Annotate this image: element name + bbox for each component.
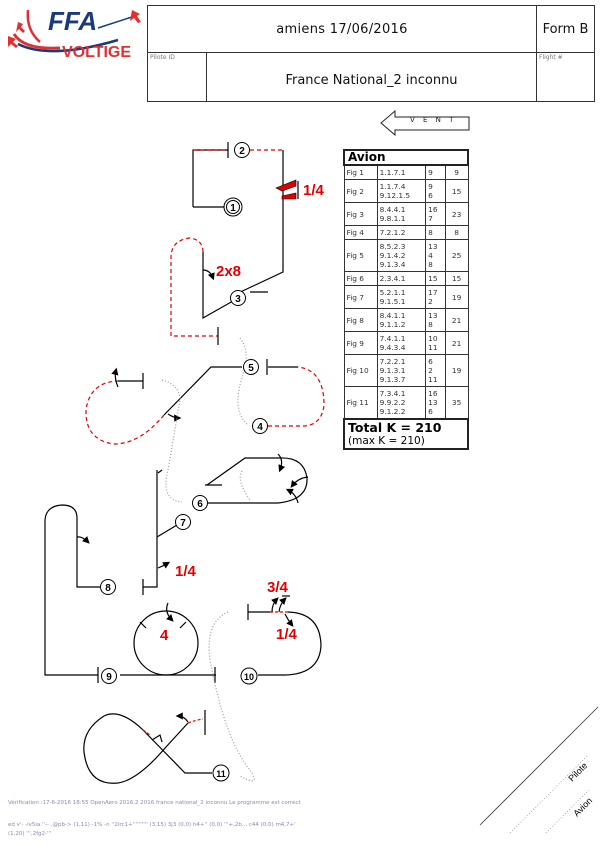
svg-text:7: 7 — [180, 518, 186, 529]
figure-k-sum: 19 — [444, 285, 469, 309]
header-grid: amiens 17/06/2016 Form B Pilote ID Franc… — [147, 5, 595, 102]
svg-text:4: 4 — [257, 422, 263, 433]
sequence-string-line1: ed v'- -iv5ia.''-- ,@pb-> (1,11) -1% -n … — [8, 822, 296, 828]
svg-text:5: 5 — [248, 363, 254, 374]
figure-label: Fig 5 — [343, 239, 378, 272]
verification-text: Vérification :17-6-2016 18:55 OpenAero 2… — [8, 800, 301, 806]
ffa-voltige-logo: FFA VOLTIGE — [0, 0, 148, 62]
figure-label: Fig 8 — [343, 308, 378, 332]
figure-k-sum: 21 — [444, 308, 469, 332]
roll-label-fig3: 2x8 — [216, 263, 241, 280]
logo-ffa-text: FFA — [48, 6, 97, 36]
logo-voltige-text: VOLTIGE — [62, 44, 131, 61]
wind-label: V E N T — [410, 116, 457, 124]
figure-4-5 — [85, 359, 325, 445]
flight-number-field[interactable]: Flight # — [537, 53, 594, 101]
figure-number-1: 1 — [223, 197, 243, 217]
figure-k-sum: 19 — [444, 354, 469, 387]
signature-area: Pilote Avion — [479, 706, 599, 834]
figure-6 — [205, 453, 309, 504]
svg-text:11: 11 — [216, 769, 226, 779]
sequence-name: France National_2 inconnu — [207, 53, 537, 101]
svg-text:9: 9 — [106, 672, 112, 683]
figure-number-4: 4 — [252, 418, 268, 434]
figure-7 — [142, 469, 178, 595]
k-total: Total K = 210 — [348, 420, 442, 435]
figure-label: Fig 7 — [343, 285, 378, 309]
figure-k-sum: 23 — [444, 202, 469, 226]
plane-signature-label: Avion — [571, 796, 594, 819]
roll-label-fig9: 4 — [160, 627, 169, 644]
figure-number-9: 9 — [101, 668, 117, 684]
svg-text:6: 6 — [197, 499, 203, 510]
figure-8-9 — [44, 504, 216, 683]
pilot-id-field[interactable]: Pilote ID — [148, 53, 207, 101]
pilot-signature-label: Pilote — [566, 760, 589, 783]
figure-label: Fig 9 — [343, 331, 378, 355]
roll-labels: 1/4 2x8 1/4 4 3/4 1/4 — [160, 182, 325, 644]
k-max: (max K = 210) — [348, 435, 425, 447]
k-table-title: Avion — [343, 149, 469, 166]
figure-numbers: 1 2 3 4 5 6 7 8 9 10 11 — [100, 142, 268, 782]
figure-number-6: 6 — [192, 495, 208, 511]
wind-arrow-icon — [380, 109, 470, 137]
svg-text:1: 1 — [230, 203, 236, 214]
form-label: Form B — [537, 6, 594, 53]
figure-number-5: 5 — [243, 359, 259, 375]
figure-3 — [170, 237, 234, 345]
svg-text:2: 2 — [239, 146, 245, 157]
svg-text:10: 10 — [244, 672, 254, 682]
figure-label: Fig 2 — [343, 179, 378, 203]
wind-indicator: V E N T — [380, 109, 470, 137]
svg-text:8: 8 — [105, 583, 111, 594]
svg-text:3: 3 — [235, 294, 241, 305]
roll-label-fig7: 1/4 — [175, 563, 197, 580]
figure-1-2 — [192, 142, 299, 296]
roll-label-fig10-bottom: 1/4 — [276, 626, 298, 643]
figure-10 — [247, 595, 322, 676]
flight-number-label: Flight # — [539, 54, 563, 61]
sequence-string-line2: (1,20) ''',2fg2-''' — [8, 831, 52, 837]
figure-number-8: 8 — [100, 579, 116, 595]
pilot-id-label: Pilote ID — [150, 54, 175, 61]
figure-label: Fig 10 — [343, 354, 378, 387]
figure-11 — [83, 710, 212, 784]
figure-number-7: 7 — [175, 514, 191, 530]
logo-graphic: FFA VOLTIGE — [8, 6, 141, 61]
roll-label-fig2: 1/4 — [303, 182, 325, 199]
k-total-cell: Total K = 210 (max K = 210) — [343, 418, 469, 450]
figure-number-11: 11 — [212, 764, 230, 782]
figure-number-10: 10 — [240, 667, 258, 685]
figure-number-3: 3 — [230, 290, 246, 306]
contest-title: amiens 17/06/2016 — [148, 6, 537, 53]
roll-label-fig10-top: 3/4 — [267, 579, 289, 596]
figure-number-2: 2 — [234, 142, 250, 158]
